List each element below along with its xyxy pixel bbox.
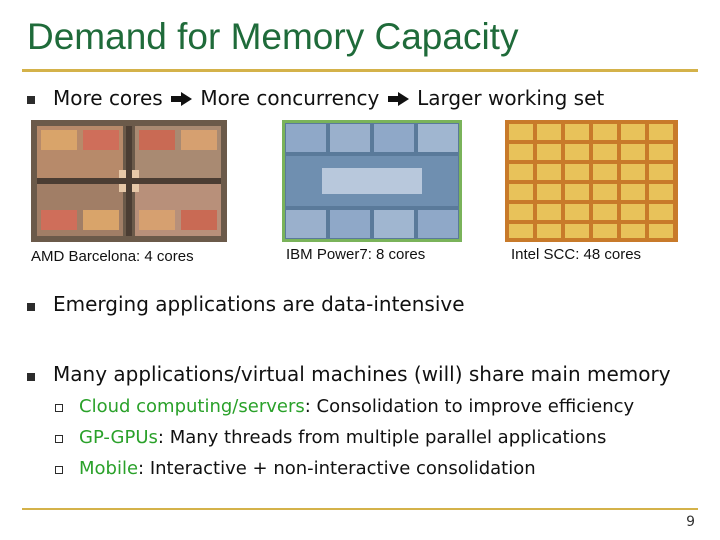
sub-bullet-icon — [55, 435, 63, 443]
bullet-icon — [27, 373, 35, 381]
ibm-power7-die-image — [282, 120, 462, 242]
sub-bullet-mobile-highlight: Mobile — [79, 458, 139, 479]
bullet-shared-memory: Many applications/virtual machines (will… — [53, 362, 671, 386]
bullet-cores-part1: More cores — [53, 86, 163, 110]
bullet-icon — [27, 96, 35, 104]
sub-bullet-cloud: Cloud computing/servers: Consolidation t… — [79, 396, 634, 417]
bullet-cores: More cores More concurrency Larger worki… — [53, 86, 604, 110]
footer-divider — [22, 508, 698, 510]
sub-bullet-icon — [55, 404, 63, 412]
page-number: 9 — [686, 514, 695, 530]
sub-bullet-cloud-highlight: Cloud computing/servers — [79, 396, 305, 417]
intel-scc-caption: Intel SCC: 48 cores — [511, 246, 642, 263]
bullet-icon — [27, 303, 35, 311]
sub-bullet-icon — [55, 466, 63, 474]
bullet-cores-part3: Larger working set — [417, 86, 605, 110]
slide-title: Demand for Memory Capacity — [27, 16, 519, 57]
amd-barcelona-die-image — [31, 120, 227, 242]
ibm-power7-caption: IBM Power7: 8 cores — [286, 246, 426, 263]
bullet-cores-part2: More concurrency — [200, 86, 380, 110]
sub-bullet-gpgpu-rest: : Many threads from multiple parallel ap… — [157, 427, 607, 448]
right-arrow-icon — [171, 92, 193, 106]
sub-bullet-mobile: Mobile: Interactive + non-interactive co… — [79, 458, 536, 479]
right-arrow-icon — [387, 92, 409, 106]
amd-barcelona-caption: AMD Barcelona: 4 cores — [31, 248, 194, 265]
bullet-data-intensive: Emerging applications are data-intensive — [53, 292, 465, 316]
sub-bullet-mobile-rest: : Interactive + non-interactive consolid… — [138, 458, 536, 479]
sub-bullet-gpgpu-highlight: GP-GPUs — [79, 427, 158, 448]
sub-bullet-gpgpu: GP-GPUs: Many threads from multiple para… — [79, 427, 606, 448]
title-divider — [22, 69, 698, 72]
intel-scc-die-image — [505, 120, 678, 242]
sub-bullet-cloud-rest: : Consolidation to improve efficiency — [304, 396, 635, 417]
